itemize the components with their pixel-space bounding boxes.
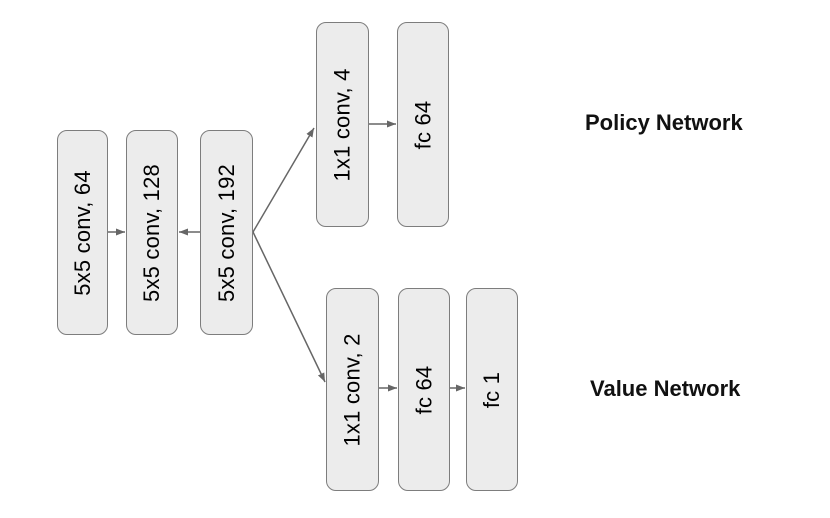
node-label: 5x5 conv, 128 bbox=[139, 163, 165, 302]
node-label: fc 1 bbox=[478, 371, 504, 408]
node-label: 5x5 conv, 64 bbox=[69, 169, 95, 296]
node-policy-conv: 1x1 conv, 4 bbox=[316, 22, 369, 227]
value-network-label: Value Network bbox=[590, 376, 741, 401]
node-label: 1x1 conv, 2 bbox=[339, 332, 365, 447]
node-conv-64: 5x5 conv, 64 bbox=[57, 130, 108, 335]
node-value-conv: 1x1 conv, 2 bbox=[326, 288, 379, 491]
node-label: fc 64 bbox=[410, 365, 436, 414]
node-conv-128: 5x5 conv, 128 bbox=[126, 130, 178, 335]
node-conv-192: 5x5 conv, 192 bbox=[200, 130, 253, 335]
edge-conv192-to-policy-conv bbox=[252, 127, 315, 233]
edge-conv192-to-value-conv bbox=[252, 231, 326, 383]
policy-network-label: Policy Network bbox=[585, 110, 743, 135]
node-label: fc 64 bbox=[409, 100, 435, 149]
node-value-fc1: fc 1 bbox=[466, 288, 518, 491]
node-label: 5x5 conv, 192 bbox=[213, 163, 239, 302]
node-value-fc64: fc 64 bbox=[398, 288, 450, 491]
node-label: 1x1 conv, 4 bbox=[329, 67, 355, 182]
node-policy-fc64: fc 64 bbox=[397, 22, 449, 227]
